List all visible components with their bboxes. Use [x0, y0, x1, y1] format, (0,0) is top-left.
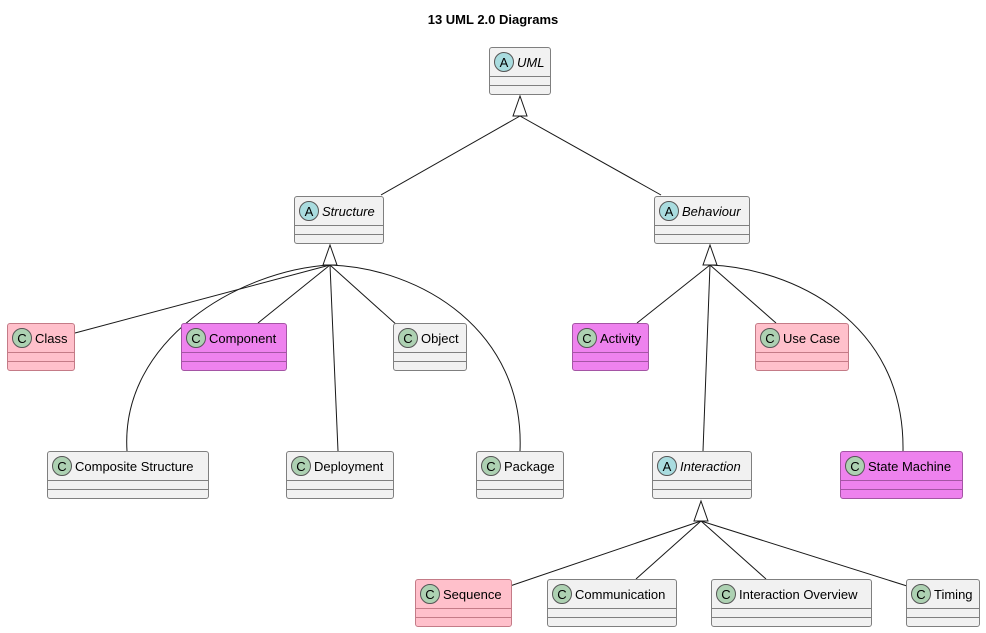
node-label: Structure [322, 203, 375, 219]
node-label: UML [517, 54, 545, 70]
node-label: Sequence [443, 586, 502, 602]
class-icon: C [481, 456, 501, 476]
class-icon: C [845, 456, 865, 476]
abstract-class-icon: A [494, 52, 514, 72]
node-label: Class [35, 330, 68, 346]
edge-component-structure [257, 264, 331, 324]
edge-sequence-interaction [509, 520, 702, 587]
node-label: Behaviour [682, 203, 741, 219]
class-icon: C [186, 328, 206, 348]
abstract-class-icon: A [657, 456, 677, 476]
class-icon: C [398, 328, 418, 348]
diagram-title: 13 UML 2.0 Diagrams [427, 12, 559, 27]
inheritance-arrowhead-behaviour [702, 243, 718, 266]
node-label: Deployment [314, 458, 384, 474]
inheritance-arrowhead-interaction [693, 499, 709, 522]
node-label: Component [209, 330, 277, 346]
class-icon: C [52, 456, 72, 476]
edge-communication-interaction [635, 520, 702, 580]
inheritance-arrowhead-structure [322, 243, 338, 266]
abstract-class-icon: A [659, 201, 679, 221]
node-label: Activity [600, 330, 642, 346]
abstract-class-icon: A [299, 201, 319, 221]
node-label: Interaction [680, 458, 741, 474]
node-label: Timing [934, 586, 973, 602]
class-icon: C [552, 584, 572, 604]
edge-overview-interaction [700, 520, 767, 580]
edge-composite-structure [126, 264, 331, 452]
edge-behaviour-uml [519, 115, 662, 196]
edge-package-structure [329, 264, 521, 452]
node-label: Communication [575, 586, 666, 602]
edge-usecase-behaviour [709, 264, 777, 324]
node-label: Composite Structure [75, 458, 194, 474]
node-label: State Machine [868, 458, 952, 474]
class-icon: C [577, 328, 597, 348]
edge-deployment-structure [329, 264, 339, 452]
class-icon: C [911, 584, 931, 604]
edge-structure-uml [380, 115, 521, 196]
edge-object-structure [329, 264, 399, 327]
node-label: Interaction Overview [739, 586, 858, 602]
edge-statemachine-behaviour [709, 264, 904, 452]
node-label: Package [504, 458, 555, 474]
class-icon: C [420, 584, 440, 604]
node-label: Use Case [783, 330, 841, 346]
edge-timing-interaction [700, 520, 908, 587]
edge-activity-behaviour [636, 264, 711, 324]
class-icon: C [760, 328, 780, 348]
node-label: Object [421, 330, 459, 346]
inheritance-arrowhead-uml [512, 94, 528, 117]
class-icon: C [12, 328, 32, 348]
edge-interaction-behaviour [702, 264, 711, 452]
edge-class-structure [74, 264, 331, 334]
class-icon: C [716, 584, 736, 604]
class-icon: C [291, 456, 311, 476]
